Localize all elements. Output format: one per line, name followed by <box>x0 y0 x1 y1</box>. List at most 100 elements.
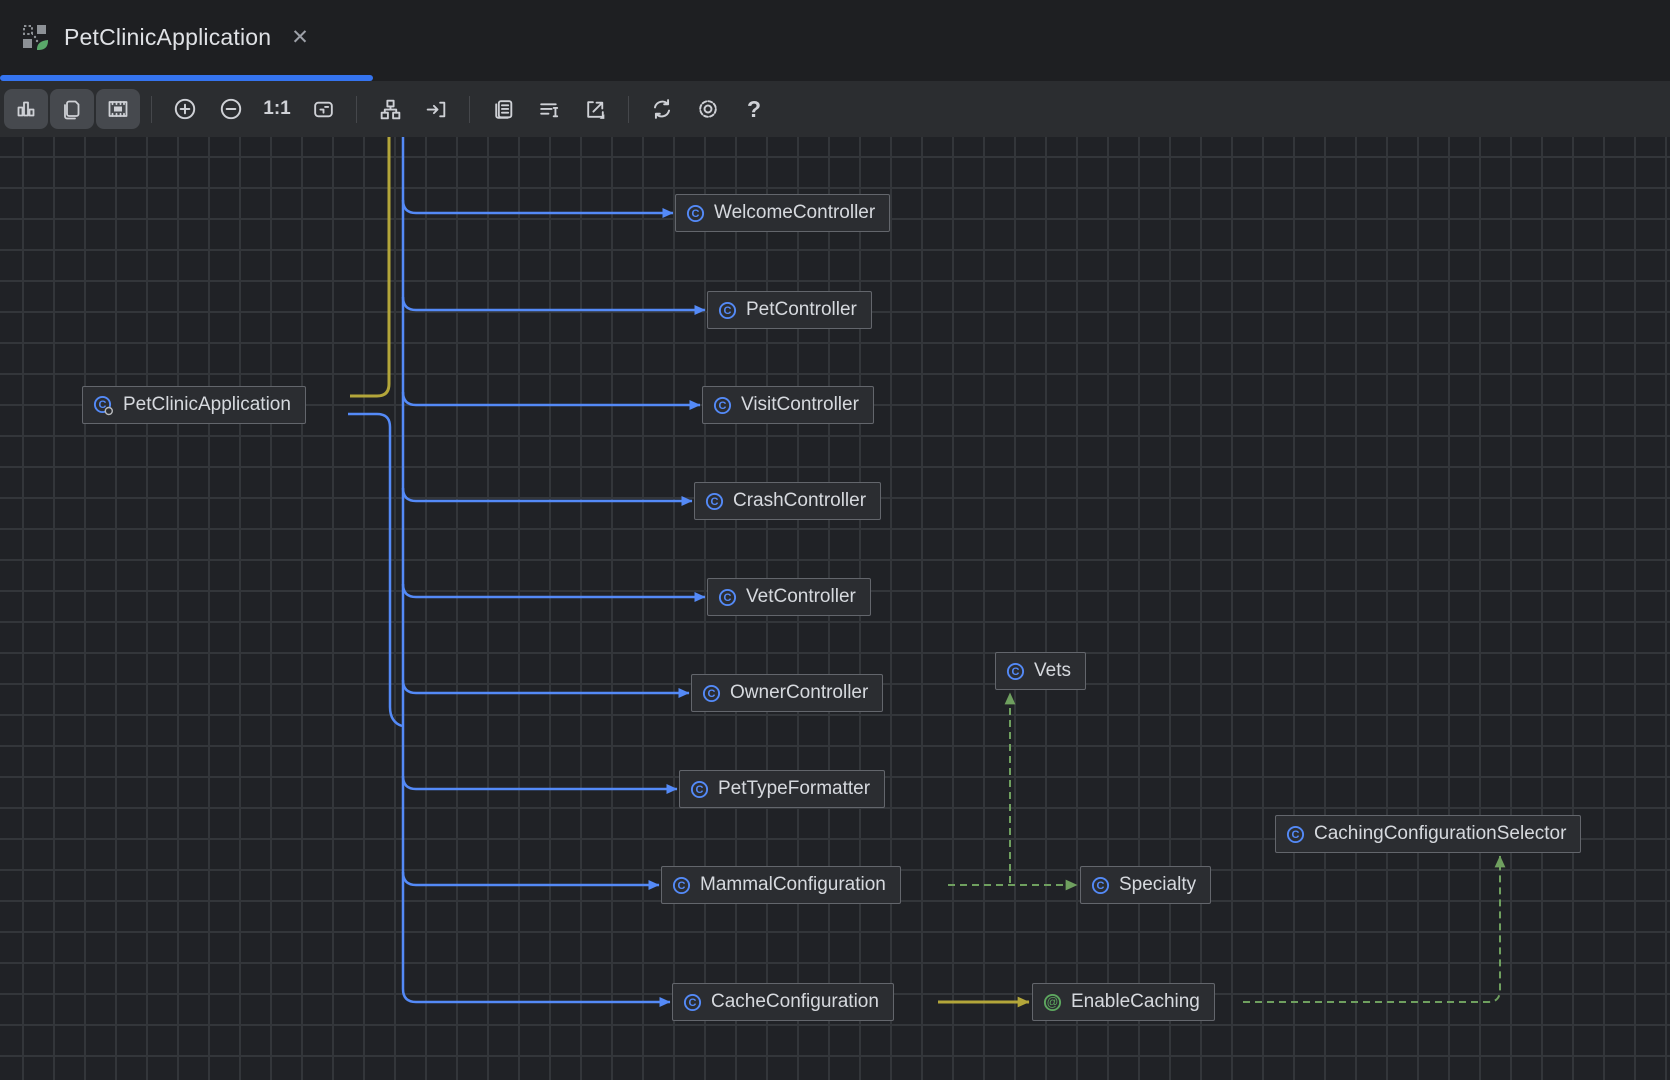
settings-button[interactable] <box>686 89 730 129</box>
node-pettypeformatter[interactable]: C PetTypeFormatter <box>679 770 886 808</box>
edge-petclinic-pettypeformatter[interactable] <box>401 775 678 794</box>
class-icon: C <box>686 204 705 223</box>
edge-petclinic-crashcontroller[interactable] <box>401 487 693 506</box>
export-icon <box>586 100 604 119</box>
zoom-in-icon <box>174 98 196 120</box>
export-button[interactable] <box>573 89 617 129</box>
toolbar-separator <box>628 95 629 123</box>
help-button[interactable]: ? <box>732 89 776 129</box>
node-petcontroller[interactable]: C PetController <box>707 291 872 329</box>
node-label: EnableCaching <box>1071 991 1200 1012</box>
class-icon: C <box>718 301 737 320</box>
class-icon: C <box>1286 825 1305 844</box>
edge-enablecaching-cachingconfigurationselector[interactable] <box>1243 855 1506 1003</box>
fit-content-button[interactable] <box>301 89 345 129</box>
node-enablecaching[interactable]: @ EnableCaching <box>1032 983 1215 1021</box>
node-label: CrashController <box>733 490 867 511</box>
node-label: Vets <box>1034 660 1071 681</box>
node-label: MammalConfiguration <box>700 874 886 895</box>
hierarchic-layout-button[interactable] <box>368 89 412 129</box>
class-icon: C <box>718 588 737 607</box>
zoom-out-button[interactable] <box>209 89 253 129</box>
node-visitcontroller[interactable]: C VisitController <box>702 386 874 424</box>
node-label: WelcomeController <box>714 202 876 223</box>
toolbar-separator <box>469 95 470 123</box>
tab-close-icon[interactable]: ✕ <box>291 26 309 49</box>
class-icon: C <box>690 780 709 799</box>
bar-chart-icon <box>17 101 35 117</box>
bar-chart-toggle-button[interactable] <box>4 89 48 129</box>
svg-text:C: C <box>1097 880 1105 892</box>
svg-text:C: C <box>692 208 700 220</box>
actual-size-button[interactable]: 1:1 <box>255 89 299 129</box>
run-overlay-icon <box>104 406 114 415</box>
refresh-button[interactable] <box>640 89 684 129</box>
edge-petclinic-visitcontroller[interactable] <box>401 391 701 410</box>
help-label: ? <box>746 95 762 122</box>
node-vetcontroller[interactable]: C VetController <box>707 578 871 616</box>
node-petclinicapplication[interactable]: C PetClinicApplication <box>82 386 306 424</box>
apply-layout-icon <box>426 101 445 117</box>
toolbar-separator <box>356 95 357 123</box>
node-label: PetController <box>746 299 857 320</box>
svg-text:C: C <box>724 592 732 604</box>
actual-size-label: 1:1 <box>263 98 291 119</box>
active-tab-indicator <box>0 75 373 81</box>
svg-text:C: C <box>708 688 716 700</box>
node-label: VetController <box>746 586 856 607</box>
tab-title: PetClinicApplication <box>64 24 272 50</box>
apply-layout-button[interactable] <box>414 89 458 129</box>
diagram-toolbar: 1:1 <box>0 81 1670 137</box>
node-specialty[interactable]: C Specialty <box>1080 866 1212 904</box>
class-icon: C <box>713 396 732 415</box>
svg-text:C: C <box>678 880 686 892</box>
node-ownercontroller[interactable]: C OwnerController <box>691 674 884 712</box>
fit-content-icon <box>313 101 333 117</box>
node-vets[interactable]: C Vets <box>995 652 1086 690</box>
diagram-edges-layer <box>348 137 1506 1008</box>
copy-diagram-button[interactable] <box>481 89 525 129</box>
node-label: CachingConfigurationSelector <box>1314 823 1567 844</box>
class-icon: C <box>1006 662 1025 681</box>
edge-petclinic-mammalconfiguration[interactable] <box>401 871 660 890</box>
svg-text:C: C <box>1292 829 1300 841</box>
filmstrip-icon <box>108 101 128 117</box>
edge-petclinic-vetcontroller[interactable] <box>401 583 706 602</box>
edge-labels-button[interactable] <box>527 89 571 129</box>
node-crashcontroller[interactable]: C CrashController <box>694 482 882 520</box>
copy-page-toggle-button[interactable] <box>50 89 94 129</box>
edge-petclinic-cacheconfiguration[interactable] <box>401 137 671 1007</box>
settings-gear-icon <box>699 100 717 118</box>
node-cachingconfigurationselector[interactable]: C CachingConfigurationSelector <box>1275 815 1582 853</box>
copy-diagram-icon <box>494 99 512 119</box>
svg-text:C: C <box>719 400 727 412</box>
spring-diagram-icon <box>20 22 52 54</box>
class-icon: C <box>93 395 114 416</box>
node-mammalconfiguration[interactable]: C MammalConfiguration <box>661 866 901 904</box>
edge-petclinic-out[interactable] <box>348 412 403 728</box>
node-welcomecontroller[interactable]: C WelcomeController <box>675 194 891 232</box>
svg-text:C: C <box>696 784 704 796</box>
edge-petclinic-petcontroller[interactable] <box>401 296 706 315</box>
class-icon: C <box>702 684 721 703</box>
svg-text:C: C <box>711 496 719 508</box>
annotation-icon: @ <box>1043 993 1062 1012</box>
class-icon: C <box>705 492 724 511</box>
class-icon: C <box>672 876 691 895</box>
copy-page-icon <box>64 100 80 120</box>
node-label: VisitController <box>741 394 859 415</box>
tab-petclinicapplication[interactable]: PetClinicApplication ✕ <box>0 0 323 75</box>
node-cacheconfiguration[interactable]: C CacheConfiguration <box>672 983 894 1021</box>
toolbar-separator <box>151 95 152 123</box>
node-label: PetClinicApplication <box>123 394 291 415</box>
edge-petclinic-offscreen-top[interactable] <box>350 137 391 398</box>
edge-petclinic-ownercontroller[interactable] <box>401 679 690 698</box>
filmstrip-toggle-button[interactable] <box>96 89 140 129</box>
refresh-icon <box>653 99 671 119</box>
edge-labels-icon <box>539 102 558 117</box>
class-icon: C <box>683 993 702 1012</box>
edge-petclinic-welcomecontroller[interactable] <box>401 199 674 218</box>
zoom-in-button[interactable] <box>163 89 207 129</box>
diagram-canvas[interactable]: C PetClinicApplication C WelcomeControll… <box>0 137 1670 1080</box>
hierarchic-layout-icon <box>380 99 400 119</box>
